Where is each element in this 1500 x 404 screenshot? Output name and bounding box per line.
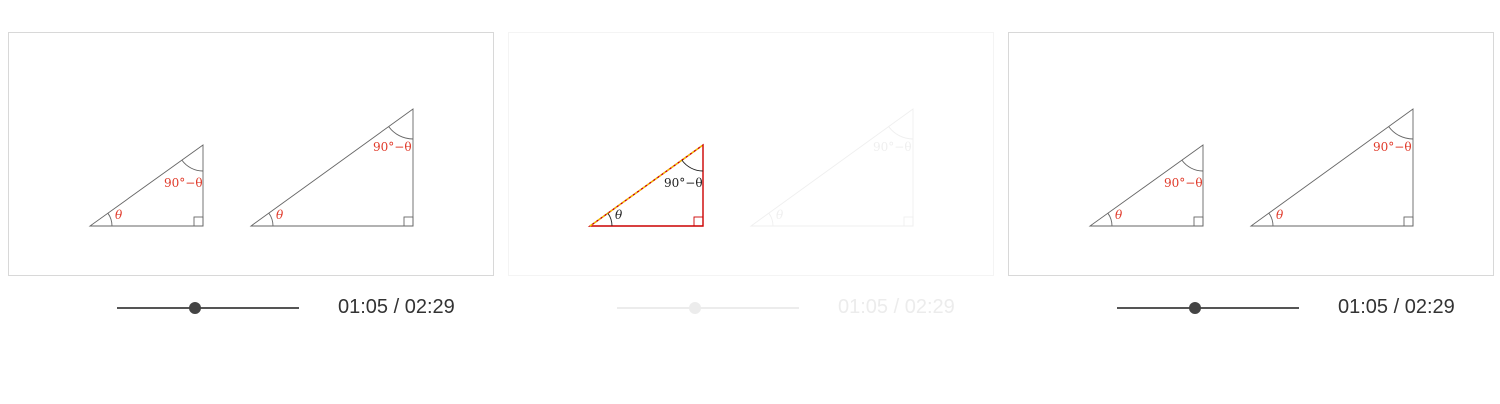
theta-label: θ xyxy=(1115,208,1123,222)
right-triangle-1: θ 90°−θ xyxy=(88,144,204,227)
video-frame[interactable]: θ 90°−θ θ 90°−θ xyxy=(508,32,994,276)
video-frame[interactable]: θ 90°−θ θ 90°−θ xyxy=(8,32,494,276)
theta-label: θ xyxy=(776,208,784,222)
right-triangle-1: θ 90°−θ xyxy=(587,143,704,227)
complement-arc xyxy=(681,159,704,172)
right-angle-marker xyxy=(403,216,414,227)
right-angle-marker xyxy=(903,216,914,227)
triangle-outline xyxy=(1249,108,1414,227)
seek-thumb[interactable] xyxy=(689,302,702,314)
triangle-outline xyxy=(88,144,204,227)
playback-controls: 01:05 / 02:29 xyxy=(1000,290,1500,326)
seek-slider[interactable] xyxy=(617,302,799,314)
seek-slider[interactable] xyxy=(117,302,299,314)
similar-triangles-figure: θ 90°−θ θ 90°−θ xyxy=(1088,108,1414,227)
theta-arc xyxy=(768,212,774,227)
seek-thumb[interactable] xyxy=(1189,302,1202,314)
theta-arc xyxy=(268,212,274,227)
theta-arc xyxy=(1268,212,1274,227)
triangle-outline xyxy=(749,108,914,227)
right-triangle-2: θ 90°−θ xyxy=(1249,108,1414,227)
complement-arc xyxy=(181,159,204,172)
right-angle-marker xyxy=(1193,216,1204,227)
complement-angle-label: 90°−θ xyxy=(664,176,703,190)
right-triangle-1: θ 90°−θ xyxy=(1088,144,1204,227)
complement-angle-label: 90°−θ xyxy=(1373,140,1412,154)
right-triangle-2: θ 90°−θ xyxy=(249,108,414,227)
triangle-outline xyxy=(249,108,414,227)
playback-controls: 01:05 / 02:29 xyxy=(0,290,500,326)
complement-angle-label: 90°−θ xyxy=(1164,176,1203,190)
theta-arc xyxy=(607,212,613,227)
complement-arc xyxy=(1181,159,1204,172)
theta-label: θ xyxy=(115,208,123,222)
theta-label: θ xyxy=(615,208,623,222)
complement-angle-label: 90°−θ xyxy=(373,140,412,154)
video-panel-2: θ 90°−θ θ 90°−θ 01:05 / 02:29 xyxy=(500,0,1000,404)
seek-slider[interactable] xyxy=(1117,302,1299,314)
video-panel-1: θ 90°−θ θ 90°−θ 01:05 / 02:29 xyxy=(0,0,500,404)
complement-angle-label: 90°−θ xyxy=(873,140,912,154)
right-angle-marker xyxy=(193,216,204,227)
theta-label: θ xyxy=(276,208,284,222)
right-angle-marker xyxy=(1403,216,1414,227)
theta-arc xyxy=(107,212,113,227)
time-display: 01:05 / 02:29 xyxy=(1338,296,1455,318)
time-display: 01:05 / 02:29 xyxy=(338,296,455,318)
right-angle-marker xyxy=(693,216,704,227)
complement-arc xyxy=(888,126,914,140)
theta-arc xyxy=(1107,212,1113,227)
complement-angle-label: 90°−θ xyxy=(164,176,203,190)
theta-label: θ xyxy=(1276,208,1284,222)
video-panel-3: θ 90°−θ θ 90°−θ 01:05 / 02:29 xyxy=(1000,0,1500,404)
time-display: 01:05 / 02:29 xyxy=(838,296,955,318)
triangle-outline xyxy=(1088,144,1204,227)
similar-triangles-figure: θ 90°−θ θ 90°−θ xyxy=(88,108,414,227)
right-triangle-2: θ 90°−θ xyxy=(749,108,914,227)
complement-arc xyxy=(1388,126,1414,140)
complement-arc xyxy=(388,126,414,140)
triangle-outline xyxy=(587,143,704,227)
seek-thumb[interactable] xyxy=(189,302,202,314)
similar-triangles-figure: θ 90°−θ θ 90°−θ xyxy=(587,108,914,227)
hypotenuse-highlight xyxy=(589,144,704,227)
video-frame[interactable]: θ 90°−θ θ 90°−θ xyxy=(1008,32,1494,276)
playback-controls: 01:05 / 02:29 xyxy=(500,290,1000,326)
